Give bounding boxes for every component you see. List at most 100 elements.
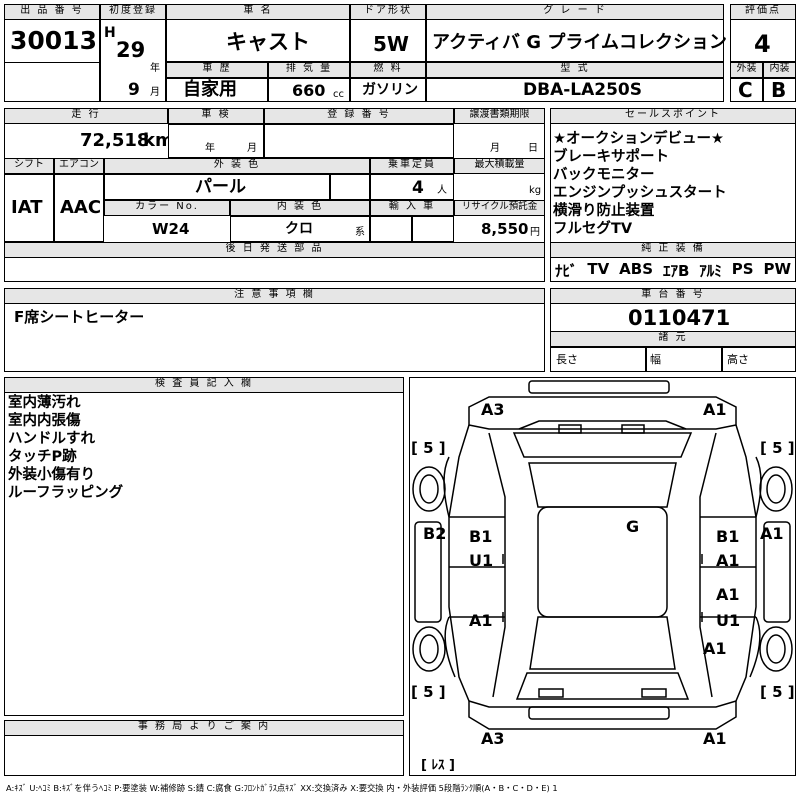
mileage-unit: km <box>143 130 174 151</box>
ac-label: エアコン <box>54 158 104 174</box>
reg-number-box <box>264 124 454 158</box>
equipment-label: 純 正 装 備 <box>550 242 796 258</box>
displacement-label: 排 気 量 <box>268 62 350 78</box>
capacity-box <box>370 174 454 200</box>
chassis-label: 車 台 番 号 <box>550 288 796 304</box>
import-label: 輸 入 車 <box>370 200 454 216</box>
width-label: 幅 <box>650 353 661 366</box>
fuel: ガソリン <box>362 82 418 98</box>
inspector-lines: 室内薄汚れ 室内内張傷 ハンドルすれ タッチP跡 外装小傷有り ルーフラッピング <box>8 394 123 502</box>
month-unit: 月 <box>150 87 160 98</box>
ac-box <box>54 174 104 242</box>
equipment-item: PW <box>763 260 791 278</box>
inspector-line: 外装小傷有り <box>8 467 95 483</box>
inspection-box <box>168 124 264 158</box>
equipment-item: ｱﾙﾐ <box>699 262 722 280</box>
car-name-label: 車 名 <box>166 4 350 20</box>
cond-in-l1: B1 <box>469 527 493 546</box>
capacity-unit: 人 <box>437 185 447 196</box>
lot-lower-divider <box>4 62 100 63</box>
fuel-box <box>350 78 426 102</box>
tire-rear-left: [ 5 ] <box>411 683 446 701</box>
exterior-label: 外装 <box>730 62 763 78</box>
equipment-item: ABS <box>619 260 654 278</box>
cond-left-door: B2 <box>423 524 447 543</box>
equipment-item: PS <box>731 260 754 278</box>
transfer-label: 譲渡書類期限 <box>454 108 545 124</box>
cond-in-l3: A1 <box>469 611 493 630</box>
height-label: 高さ <box>727 353 749 366</box>
tire-front-right: [ 5 ] <box>760 439 795 457</box>
cond-in-r3: A1 <box>716 585 740 604</box>
lot-number: 30013 <box>10 26 97 55</box>
later-parts-label: 後 日 発 送 部 品 <box>4 242 545 258</box>
length-label: 長さ <box>556 353 578 366</box>
cond-rear-right: A1 <box>703 729 727 748</box>
office-label: 事 務 局 よ り ご 案 内 <box>4 720 404 736</box>
inspection-month-unit: 月 <box>247 143 257 154</box>
sales-list: ★オークションデビュー★ ブレーキサポート バックモニター エンジンプッシュスタ… <box>553 130 727 238</box>
color: パール <box>195 177 246 197</box>
reg-year: 29 <box>116 38 146 62</box>
recycle-label: リサイクル預託金 <box>454 200 545 216</box>
model-box <box>426 78 724 102</box>
inspector-box <box>4 377 404 716</box>
dims-width-box <box>646 347 722 372</box>
int-color-unit: 系 <box>355 227 365 238</box>
int-color: クロ <box>285 221 313 237</box>
grade: アクティバ G プライムコレクション SA2 <box>432 32 773 53</box>
interior-label: 内装 <box>763 62 796 78</box>
dims-length-box <box>550 347 646 372</box>
mileage: 72,518 <box>80 130 150 151</box>
cond-front-right: A1 <box>703 400 727 419</box>
color-box <box>104 174 330 200</box>
car-diagram <box>412 380 793 730</box>
inspector-line: 室内内張傷 <box>8 413 81 429</box>
sales-item: ブレーキサポート <box>553 149 669 165</box>
history: 自家用 <box>183 79 237 100</box>
interior-grade-box <box>763 78 796 102</box>
ac: AAC <box>60 197 102 218</box>
inspection-year-unit: 年 <box>205 143 215 154</box>
grade-label: グ レ ー ド <box>426 4 724 20</box>
sales-item: 横滑り防止装置 <box>553 203 655 219</box>
cond-in-r4: U1 <box>716 611 741 630</box>
transfer-month-unit: 月 <box>490 143 500 154</box>
color-no-label: カラー No. <box>104 200 230 216</box>
int-color-box <box>230 216 370 242</box>
cond-in-l2: U1 <box>469 551 494 570</box>
first-reg-box <box>100 4 166 102</box>
year-unit: 年 <box>150 63 160 74</box>
displacement-box <box>268 78 350 102</box>
inspector-label: 検 査 員 記 入 欄 <box>4 377 404 393</box>
cond-roof: G <box>626 517 640 536</box>
sales-label: セールスポイント <box>550 108 796 124</box>
shift-label: シフト <box>4 158 54 174</box>
cond-in-r1: B1 <box>716 527 740 546</box>
tire-rear-right: [ 5 ] <box>760 683 795 701</box>
color-no: W24 <box>152 220 190 238</box>
model-label: 型 式 <box>426 62 724 78</box>
score-label: 評価点 <box>730 4 796 20</box>
inspection-label: 車 検 <box>168 108 264 124</box>
car-name: キャスト <box>226 30 310 54</box>
load-label: 最大積載量 <box>454 158 545 174</box>
shift-box <box>4 174 54 242</box>
reg-month: 9 <box>128 80 140 100</box>
equipment-list: ﾅﾋﾞ TV ABS ｴｱB ｱﾙﾐ PS PW <box>550 260 796 281</box>
model: DBA-LA250S <box>523 80 642 100</box>
sales-item: バックモニター <box>553 167 655 183</box>
inspector-line: ルーフラッピング <box>8 485 124 501</box>
lot-box <box>4 4 100 102</box>
inspector-line: ハンドルすれ <box>8 431 95 447</box>
tire-front-left: [ 5 ] <box>411 439 446 457</box>
equipment-item: ｴｱB <box>662 262 690 280</box>
dims-label: 諸 元 <box>550 331 796 347</box>
cond-in-r2: A1 <box>716 551 740 570</box>
exterior-grade: C <box>738 78 753 102</box>
shift: IAT <box>11 197 43 218</box>
history-box <box>166 78 268 102</box>
equipment-item: ﾅﾋﾞ <box>554 262 578 280</box>
recycle: 8,550 <box>481 220 529 238</box>
equipment-item: TV <box>587 260 610 278</box>
